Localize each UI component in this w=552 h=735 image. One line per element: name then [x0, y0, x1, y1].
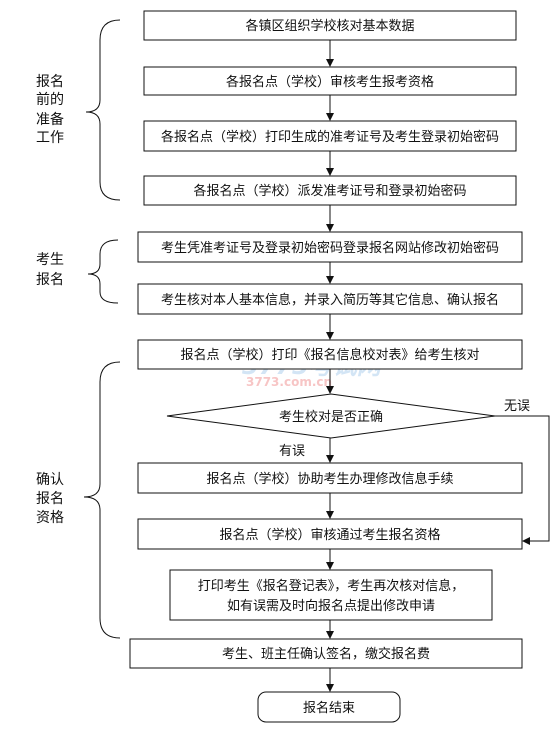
- step-1-text: 各镇区组织学校核对基本数据: [245, 18, 414, 34]
- brace-group: [83, 19, 121, 639]
- step-11-text: 考生、班主任确认签名，缴交报名费: [222, 646, 430, 662]
- step-6-text: 考生核对本人基本信息，并录入简历等其它信息、确认报名: [161, 292, 499, 308]
- end-text: 报名结束: [303, 700, 355, 716]
- step-8-text: 报名点（学校）协助考生办理修改信息手续: [206, 471, 453, 487]
- step-box-9: [137, 518, 523, 550]
- group-labels: 报名 前的 准备 工作 考生 报名 确认 报名 资格: [36, 74, 64, 526]
- step-5-text: 考生凭准考证号及登录初始密码登录报名网站修改初始密码: [161, 240, 499, 256]
- watermark-sub: 3773.com.cn: [246, 375, 332, 389]
- group-prep-line2: 前的: [36, 91, 64, 108]
- group-prep-line3: 准备: [36, 111, 64, 128]
- step-box-8: [137, 462, 523, 494]
- brace-prep: [85, 19, 121, 201]
- end-box: [257, 691, 401, 723]
- group-prep-line4: 工作: [36, 130, 64, 146]
- group-confirm-line3: 资格: [36, 510, 64, 526]
- group-prep-line1: 报名: [36, 74, 64, 90]
- step-box-11: [129, 638, 523, 669]
- step-box-10: [169, 569, 493, 621]
- step-10-text-line1: 打印考生《报名登记表》，考生再次核对信息，: [198, 578, 465, 594]
- group-signup-line1: 考生: [36, 252, 64, 268]
- group-signup-line2: 报名: [36, 272, 64, 288]
- step-2-text: 各报名点（学校）审核考生报考资格: [226, 74, 434, 90]
- step-box-7: [137, 339, 523, 370]
- step-7-text: 报名点（学校）打印《报名信息校对表》给考生核对: [180, 347, 479, 363]
- brace-signup: [87, 239, 119, 304]
- arrow-no-error: [495, 415, 550, 545]
- branch-no-error-label: 无误: [504, 399, 530, 414]
- group-confirm-line1: 确认: [36, 472, 64, 488]
- group-confirm-line2: 报名: [36, 491, 64, 507]
- step-box-1: [143, 10, 517, 41]
- step-box-2: [143, 66, 517, 96]
- step-9-text: 报名点（学校）审核通过考生报名资格: [219, 527, 440, 543]
- step-4-text: 各报名点（学校）派发准考证号和登录初始密码: [193, 183, 466, 199]
- decision-text: 考生校对是否正确: [279, 409, 383, 425]
- brace-confirm: [83, 361, 121, 639]
- step-10-text-line2: 如有误需及时向报名点提出修改申请: [227, 598, 435, 614]
- branch-has-error-label: 有误: [279, 444, 305, 459]
- step-3-text: 各报名点（学校）打印生成的准考证号及考生登录初始密码: [161, 129, 499, 145]
